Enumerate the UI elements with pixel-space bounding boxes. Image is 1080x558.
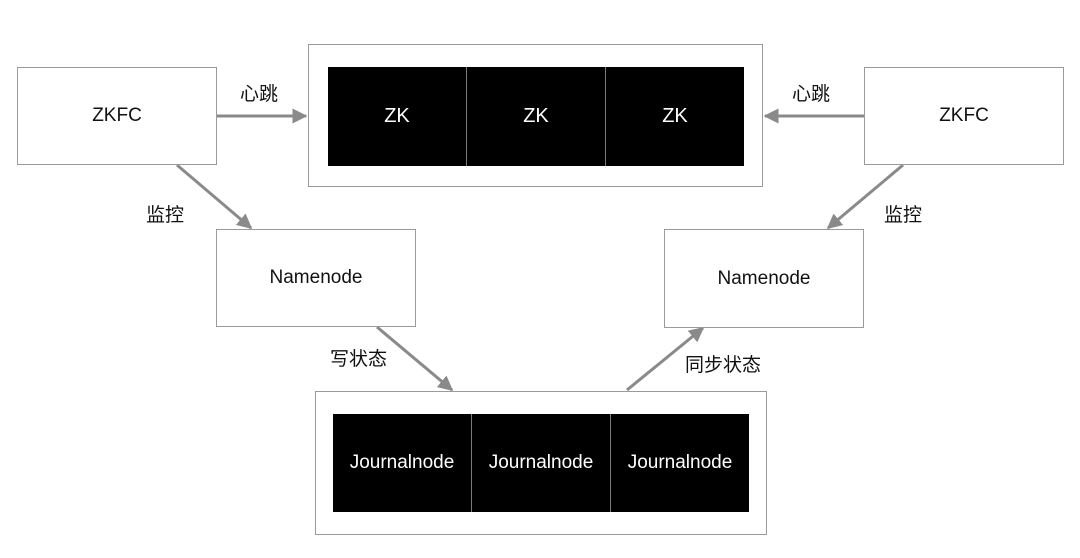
monitor-left-arrow <box>176 163 253 230</box>
journalnode-2-label: Journalnode <box>488 452 594 473</box>
zkfc-right-label: ZKFC <box>939 105 989 126</box>
namenode-right-label: Namenode <box>717 267 811 289</box>
journalnode-1: Journalnode <box>333 414 472 512</box>
heartbeat-right-label: 心跳 <box>792 83 831 105</box>
heartbeat-left-label: 心跳 <box>240 83 279 105</box>
monitor-right-label: 监控 <box>884 204 923 226</box>
write-state-arrow <box>376 325 454 392</box>
namenode-right-node: Namenode <box>664 229 864 328</box>
sync-state-label: 同步状态 <box>685 354 762 376</box>
monitor-right-arrow <box>826 163 904 230</box>
zk-node-3: ZK <box>606 67 744 166</box>
write-state-label: 写状态 <box>330 348 388 370</box>
zkfc-left-node: ZKFC <box>17 67 217 165</box>
zk-cluster: ZK ZK ZK <box>328 67 744 166</box>
zk-node-1: ZK <box>328 67 467 166</box>
namenode-left-node: Namenode <box>216 229 416 327</box>
zk-node-3-label: ZK <box>662 105 688 127</box>
zk-node-2: ZK <box>467 67 606 166</box>
namenode-left-label: Namenode <box>269 267 363 288</box>
zkfc-left-label: ZKFC <box>92 105 142 126</box>
journalnode-2: Journalnode <box>472 414 611 512</box>
journalnode-1-label: Journalnode <box>349 452 455 473</box>
zk-node-2-label: ZK <box>523 105 549 127</box>
sync-state-arrow <box>626 326 705 392</box>
journal-cluster: Journalnode Journalnode Journalnode <box>333 414 749 512</box>
monitor-left-label: 监控 <box>146 204 185 226</box>
zkfc-right-node: ZKFC <box>864 67 1064 165</box>
zk-node-1-label: ZK <box>384 105 410 127</box>
journalnode-3-label: Journalnode <box>627 452 733 473</box>
journalnode-3: Journalnode <box>611 414 749 512</box>
